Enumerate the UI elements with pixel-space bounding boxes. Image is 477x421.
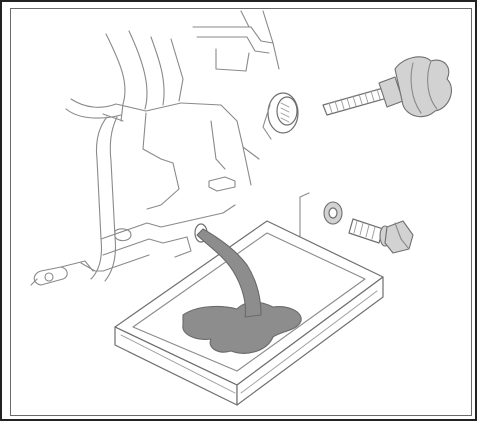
illustration-svg	[11, 9, 471, 415]
oil-drain-illustration	[10, 8, 472, 416]
filler-port	[263, 93, 298, 139]
dipstick-plug	[323, 57, 451, 117]
drain-bolt	[324, 202, 413, 253]
